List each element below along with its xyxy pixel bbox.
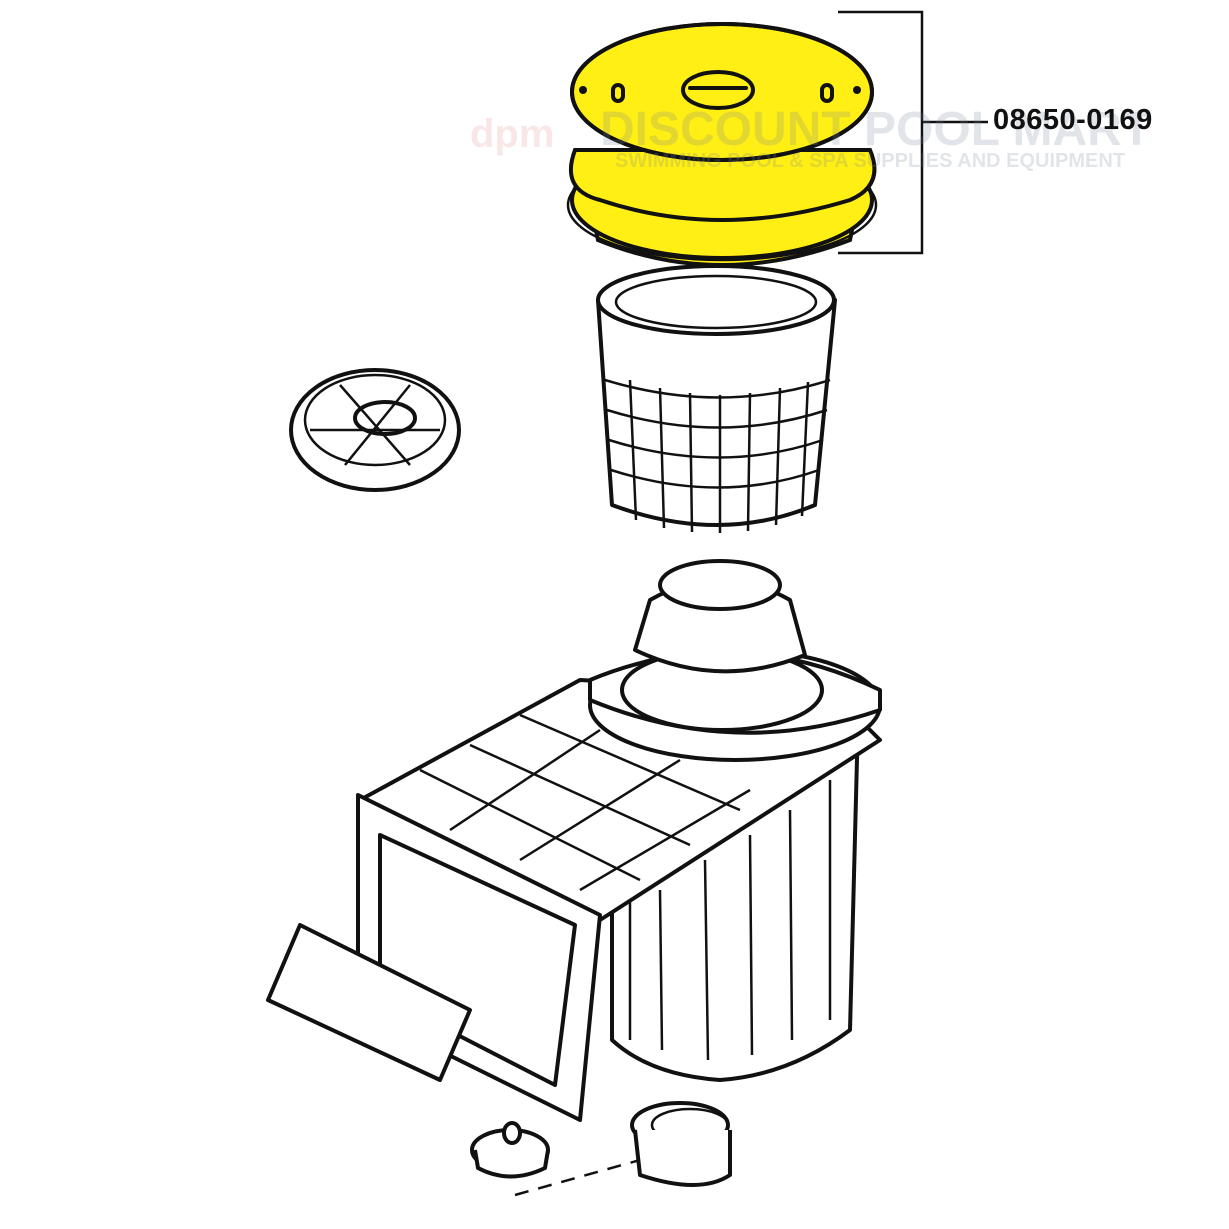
diverter-disc <box>289 368 461 492</box>
callout-bracket <box>838 10 988 255</box>
skimmer-body <box>266 559 882 1187</box>
skimmer-basket <box>596 264 837 533</box>
drain-plug <box>470 1121 641 1197</box>
part-number-label: 08650-0169 <box>993 104 1153 136</box>
skimmer-lid-assembly-highlighted <box>566 22 878 267</box>
